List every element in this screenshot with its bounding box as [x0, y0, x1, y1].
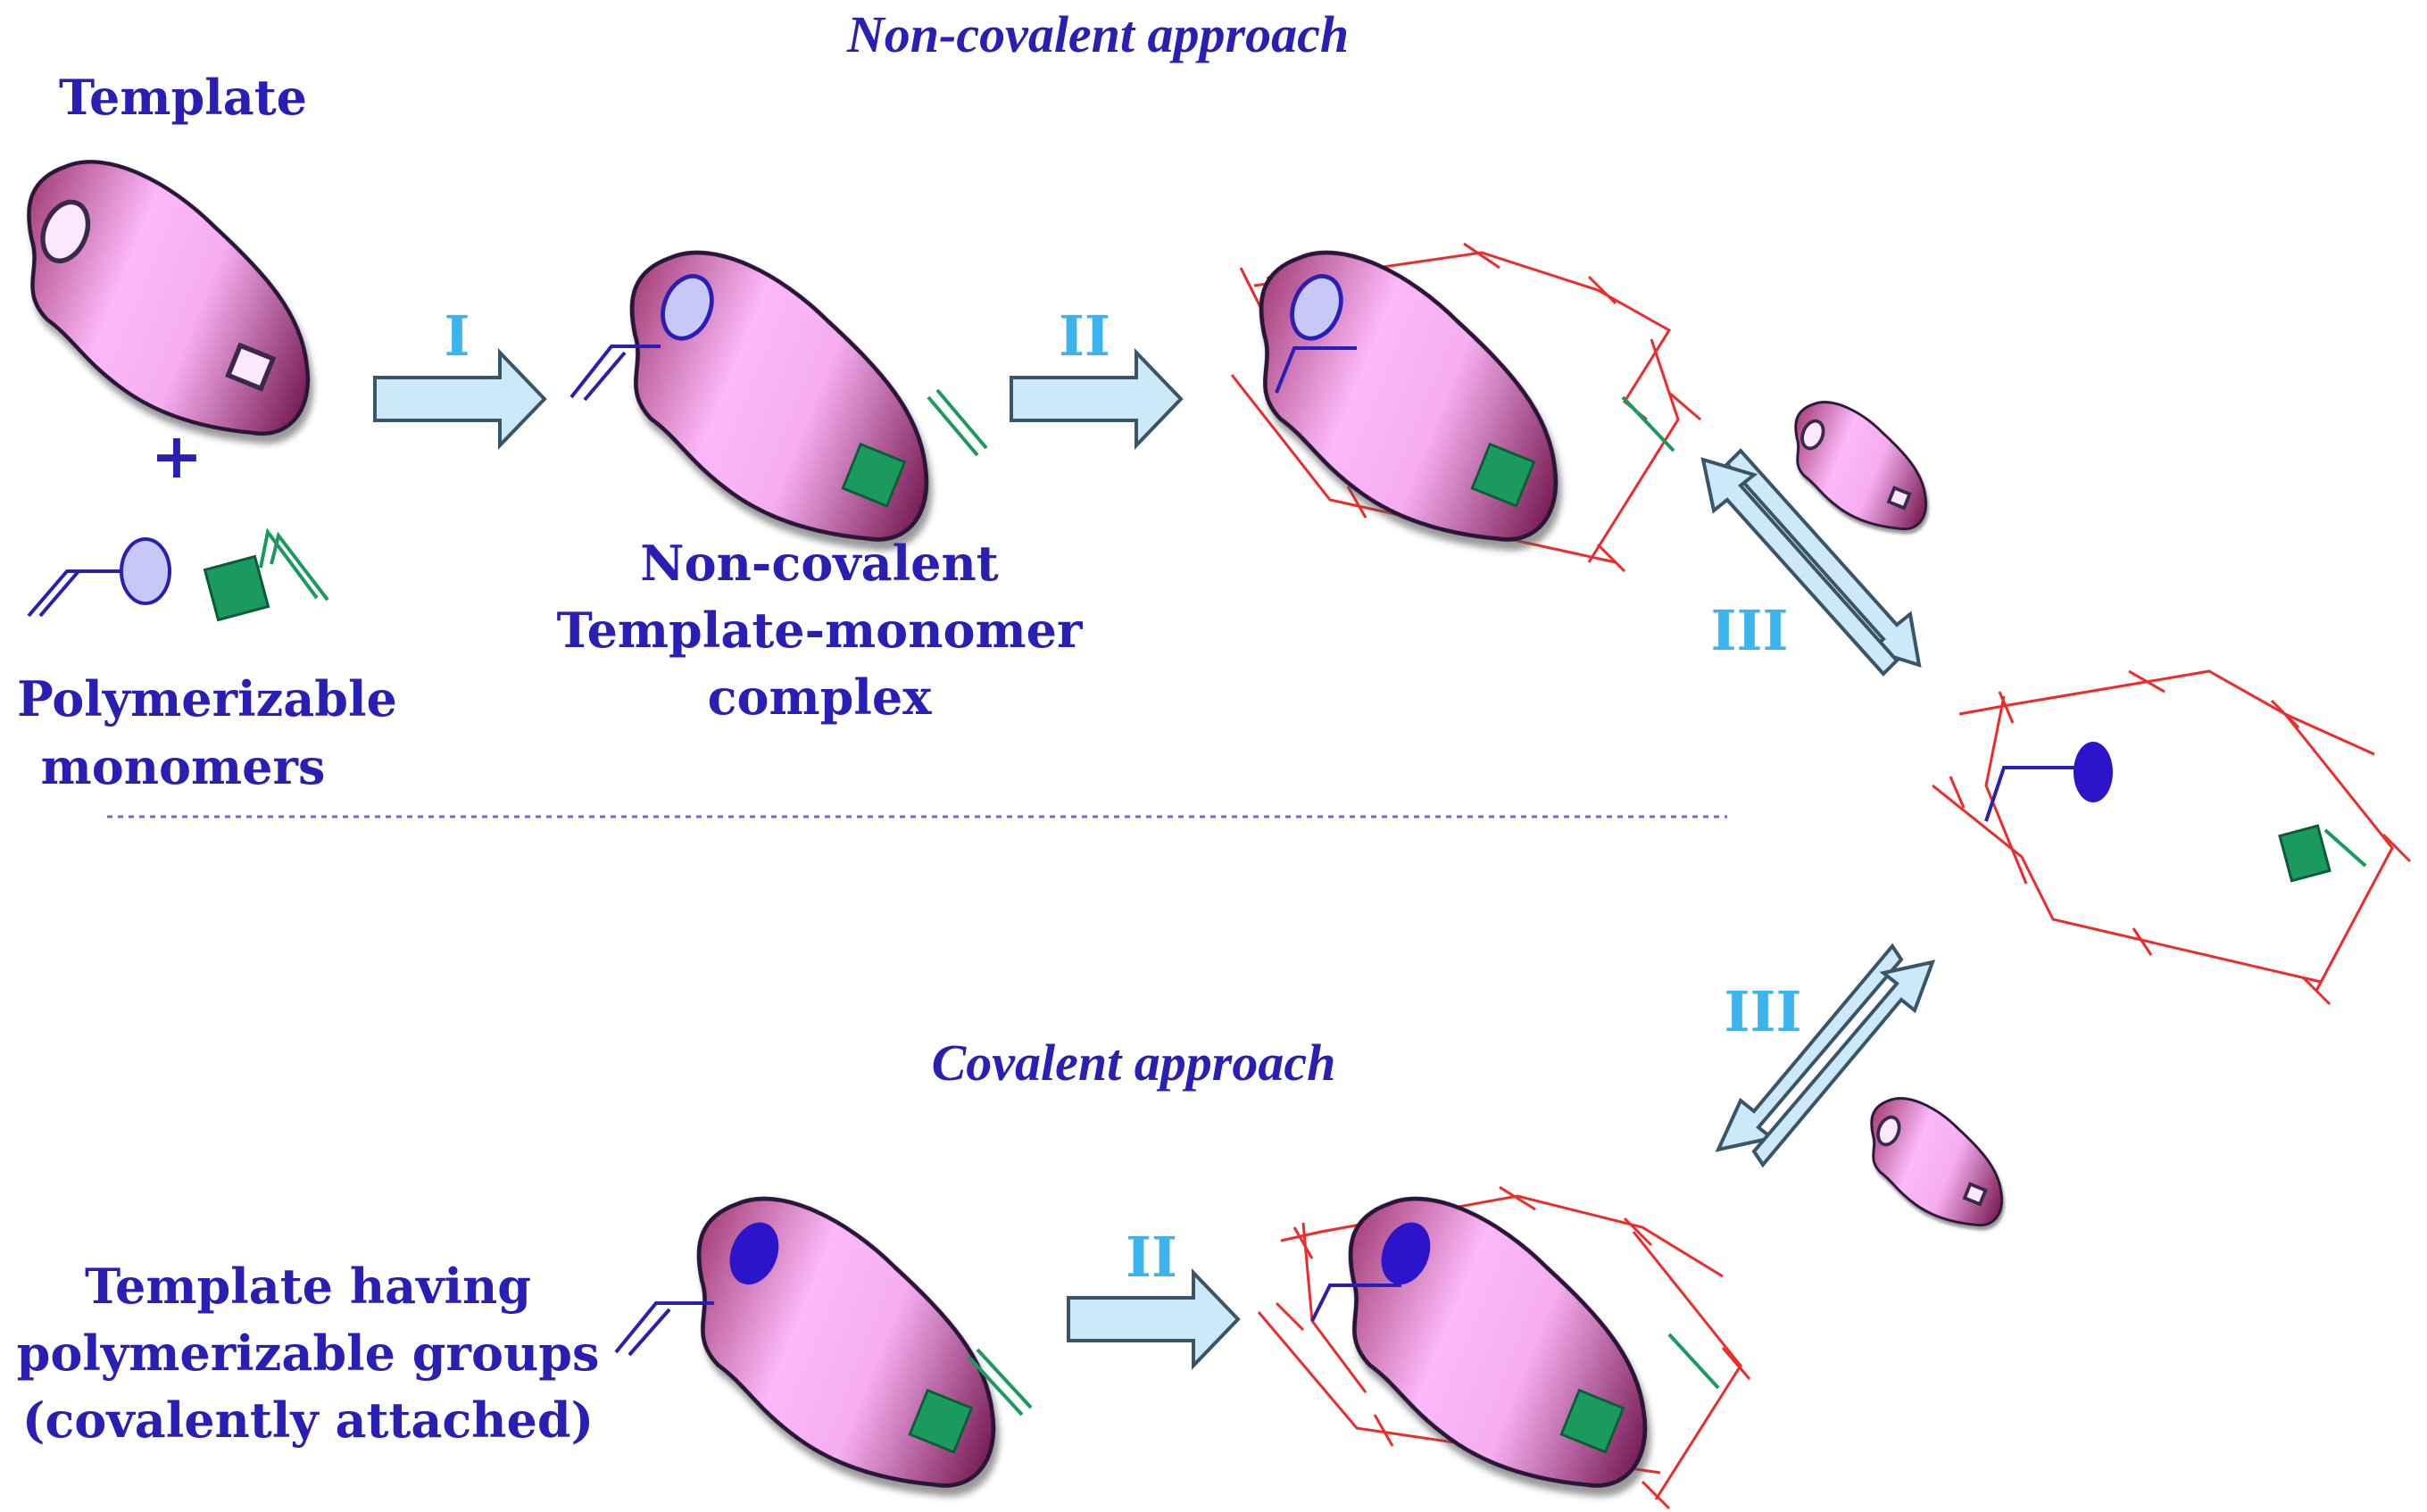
- imprinted-cavity: [1984, 742, 2367, 883]
- arrow-step-3-top: [1700, 448, 1922, 677]
- template-site-square: [225, 342, 277, 392]
- label-monomers-2: monomers: [41, 738, 326, 795]
- released-template-top: [1769, 390, 1952, 543]
- step-label-3-bottom: III: [1724, 979, 1801, 1044]
- imprinted-polymer: [1932, 669, 2412, 1006]
- template-molecule: [0, 139, 361, 460]
- complex-vinyl: [569, 345, 661, 399]
- label-monomers-1: Polymerizable: [17, 670, 397, 727]
- label-complex-3: complex: [708, 669, 933, 726]
- covalent-template-molecule: [643, 1176, 1050, 1512]
- step-label-2-bottom: II: [1126, 1225, 1177, 1290]
- step-label-2-top: II: [1059, 303, 1110, 369]
- arrow-step-3-bottom: [1715, 943, 1936, 1168]
- monomer-square: [203, 528, 329, 622]
- template-site-round: [40, 199, 91, 263]
- step-label-3-top: III: [1710, 598, 1788, 663]
- label-template: Template: [59, 69, 307, 126]
- released-template-bottom: [1845, 1086, 2028, 1239]
- label-covalent-template-2: polymerizable groups: [17, 1325, 600, 1382]
- title-noncovalent: Non-covalent approach: [846, 5, 1349, 63]
- label-covalent-template-3: (covalently attached): [22, 1392, 594, 1449]
- label-complex-2: Template-monomer: [557, 602, 1083, 659]
- monomer-round: [27, 537, 171, 618]
- plus-sign: +: [151, 419, 204, 493]
- label-covalent-template-1: Template having: [85, 1258, 531, 1315]
- complex-molecule: [576, 229, 983, 568]
- polymer-template-top: [1205, 229, 1612, 568]
- step-label-1: I: [444, 303, 470, 369]
- label-complex-1: Non-covalent: [640, 535, 998, 592]
- polymer-template-bottom: [1294, 1176, 1701, 1512]
- title-covalent: Covalent approach: [932, 1034, 1336, 1092]
